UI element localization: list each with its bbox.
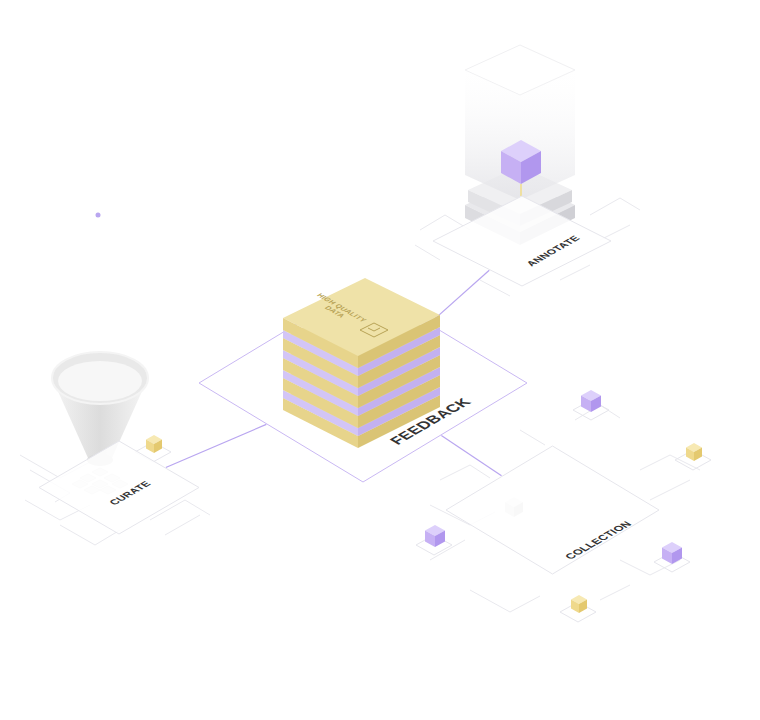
stack-shape xyxy=(280,268,442,438)
platform-node: FEEDBACKHIGH QUALITY DATA xyxy=(198,283,528,483)
platform-node: COLLECTION xyxy=(445,445,660,575)
platform-node: ANNOTATE xyxy=(432,195,612,287)
platform-shape xyxy=(38,440,200,535)
platform-shape xyxy=(445,445,660,575)
data-stack: HIGH QUALITY DATA xyxy=(280,268,442,438)
platform-shape xyxy=(432,195,612,287)
connector-line xyxy=(166,424,267,467)
connector-line xyxy=(441,436,501,476)
platform-node: CURATE xyxy=(38,440,200,535)
